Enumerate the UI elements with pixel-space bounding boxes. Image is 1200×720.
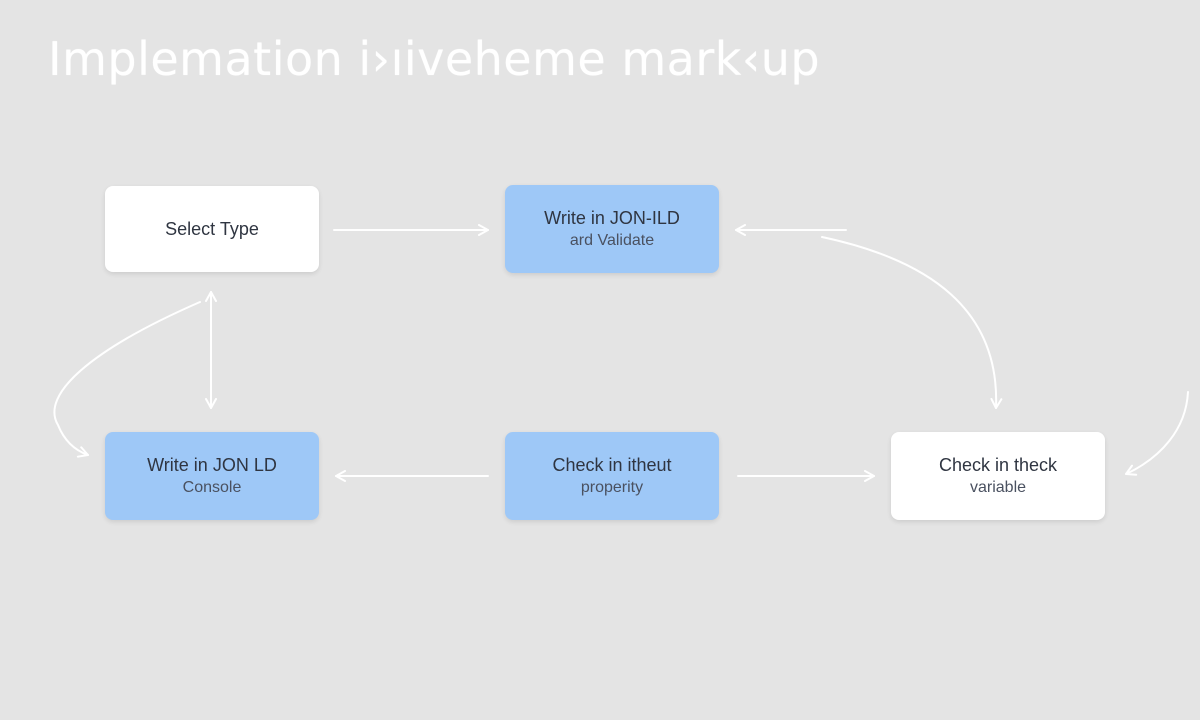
diagram-title: Implemation i›ıiveheme mark‹up — [48, 32, 821, 86]
node-check-variable-title: Check in theck — [938, 455, 1058, 475]
node-check-variable[interactable]: Check in theck variable — [891, 432, 1105, 520]
node-write-json-console-title: Write in JON LD — [147, 455, 277, 475]
node-write-jsonld-validate[interactable]: Write in JON-ILD ard Validate — [505, 185, 719, 273]
node-check-property-title: Check in itheut — [552, 455, 672, 475]
node-write-json-console[interactable]: Write in JON LD Console — [105, 432, 319, 520]
node-check-property[interactable]: Check in itheut properity — [505, 432, 719, 520]
node-check-variable-subtitle: variable — [969, 479, 1027, 496]
node-write-jsonld-validate-subtitle: ard Validate — [569, 232, 655, 249]
edge-right-arc-to-variable — [1125, 391, 1189, 476]
edge-curve-to-check-variable — [821, 236, 1003, 409]
node-write-json-console-subtitle: Console — [182, 479, 242, 496]
node-select-type-label: Select Type — [165, 219, 259, 239]
node-check-property-subtitle: properity — [580, 479, 644, 496]
node-select-type[interactable]: Select Type — [105, 186, 319, 272]
node-write-jsonld-validate-title: Write in JON-ILD — [544, 208, 680, 228]
